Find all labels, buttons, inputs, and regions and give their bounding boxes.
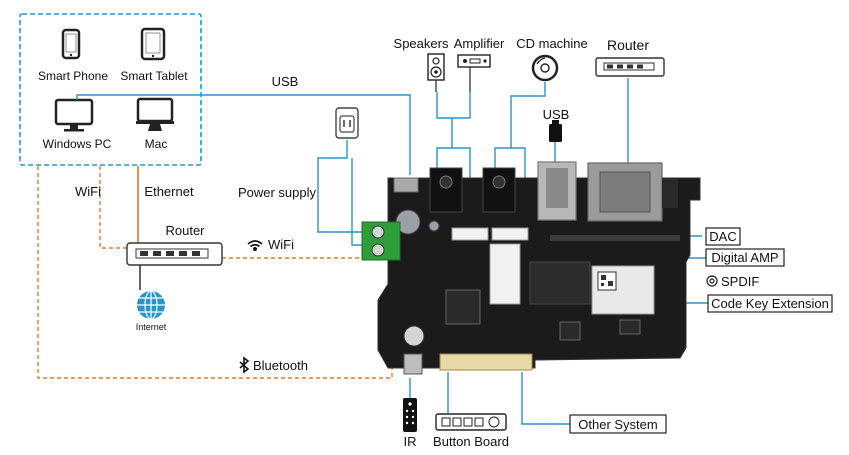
other-system-label: Other System — [578, 417, 657, 432]
usb-stick-icon — [549, 120, 562, 142]
speakers-label: Speakers — [394, 36, 449, 51]
bluetooth-label: Bluetooth — [253, 358, 308, 373]
amplifier-icon — [457, 54, 491, 92]
smart-tablet-label: Smart Tablet — [120, 69, 188, 83]
wifi-signal-icon — [247, 240, 263, 252]
wifi-router-label: WiFi — [268, 237, 294, 252]
bluetooth-icon — [239, 356, 250, 374]
other-system-callout: Other System — [569, 414, 667, 434]
router-top-label: Router — [607, 37, 649, 53]
button-board-label: Button Board — [433, 434, 509, 449]
button-board-icon — [435, 413, 507, 431]
ethernet-label: Ethernet — [144, 184, 194, 199]
ethernet-dashed-line — [99, 166, 130, 249]
mac-label: Mac — [145, 137, 168, 151]
micro-usb-port — [393, 177, 419, 193]
power-supply-line — [317, 140, 372, 233]
power-outlet-icon — [335, 107, 359, 139]
windows-pc-icon — [54, 98, 94, 132]
main-chip — [445, 289, 481, 325]
other-system-callout-line — [521, 372, 570, 425]
code-key-extension-label: Code Key Extension — [711, 296, 829, 311]
digital-amp-label: Digital AMP — [711, 250, 778, 265]
audio-jack-left — [429, 167, 463, 213]
code-key-callout: Code Key Extension — [707, 294, 833, 313]
cd-disc-icon — [531, 54, 559, 82]
smart-tablet-icon — [140, 27, 166, 61]
internet-label: Internet — [136, 322, 167, 332]
usb-stick-label: USB — [543, 107, 570, 122]
smart-phone-label: Smart Phone — [38, 69, 108, 83]
router-left-label: Router — [165, 223, 205, 238]
spdif-callout: SPDIF — [706, 274, 759, 289]
smart-phone-icon — [61, 28, 81, 60]
wifi-left-label: WiFi — [75, 184, 101, 199]
button-board-connector — [439, 353, 533, 371]
cd-machine-label: CD machine — [516, 36, 588, 51]
amplifier-label: Amplifier — [454, 36, 505, 51]
dac-label: DAC — [709, 229, 736, 244]
digital-amp-callout: Digital AMP — [705, 248, 785, 267]
windows-pc-label: Windows PC — [43, 137, 112, 151]
main-board — [361, 161, 701, 375]
remote-control-icon — [403, 398, 417, 432]
spdif-label: SPDIF — [721, 274, 759, 289]
mac-icon — [136, 97, 174, 131]
audio-jack-right — [482, 167, 516, 213]
power-supply-label: Power supply — [238, 185, 317, 200]
device-group: Smart Phone Smart Tablet Windows PC Mac — [19, 13, 202, 166]
router-left: Router — [126, 223, 223, 266]
usb-host-label: USB — [272, 74, 299, 89]
code-key-connector — [489, 243, 521, 305]
router-top-icon — [595, 57, 665, 77]
wifi-dashed-line — [37, 166, 393, 379]
globe-icon — [137, 290, 165, 320]
ir-label: IR — [404, 434, 417, 449]
usb-host-line — [76, 94, 411, 175]
speakers-icon — [427, 53, 445, 92]
dac-callout: DAC — [705, 227, 741, 246]
